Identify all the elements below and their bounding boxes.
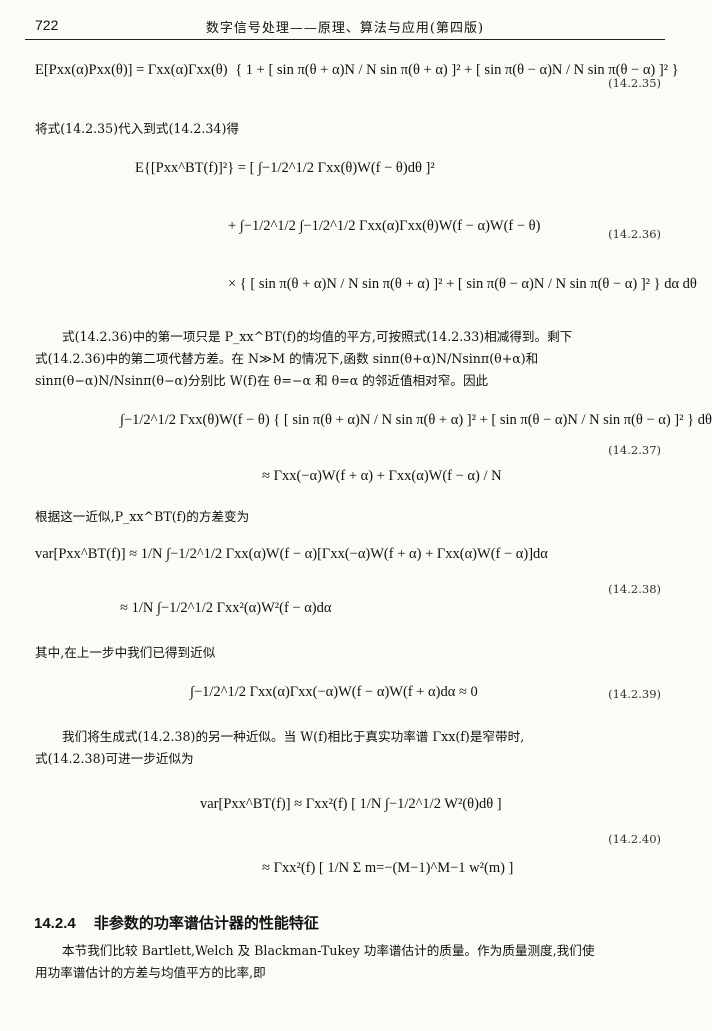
section-title: 非参数的功率谱估计器的性能特征 (93, 915, 319, 932)
paragraph-first-term-a: 式(14.2.36)中的第一项只是 P_xx^BT(f)的均值的平方,可按照式(… (62, 329, 573, 344)
equation-14-2-37-line1: ∫−1/2^1/2 Γxx(θ)W(f − θ) { [ sin π(θ + α… (120, 412, 712, 428)
equation-number-14-2-40: (14.2.40) (608, 832, 661, 846)
section-number: 14.2.4 (34, 915, 76, 932)
paragraph-variance-intro: 根据这一近似,P_xx^BT(f)的方差变为 (35, 509, 250, 524)
paragraph-section-b: 用功率谱估计的方差与均值平方的比率,即 (35, 965, 266, 980)
equation-number-14-2-37: (14.2.37) (608, 443, 661, 457)
eq-body: { 1 + [ sin π(θ + α)N / N sin π(θ + α) ]… (235, 62, 679, 78)
paragraph-another-approx-a: 我们将生成式(14.2.38)的另一种近似。当 W(f)相比于真实功率谱 Γxx… (62, 729, 525, 744)
paragraph-first-term-c: sinπ(θ−α)N/Nsinπ(θ−α)分别比 W(f)在 θ=−α 和 θ=… (35, 373, 489, 388)
paragraph-another-approx-b: 式(14.2.38)可进一步近似为 (35, 751, 194, 766)
equation-14-2-40-line2: ≈ Γxx²(f) [ 1/N Σ m=−(M−1)^M−1 w²(m) ] (262, 860, 514, 876)
equation-14-2-36-line2: + ∫−1/2^1/2 ∫−1/2^1/2 Γxx(α)Γxx(θ)W(f − … (228, 218, 541, 234)
equation-14-2-38-line1: var[Pxx^BT(f)] ≈ 1/N ∫−1/2^1/2 Γxx(α)W(f… (35, 546, 548, 562)
equation-14-2-37-line2: ≈ Γxx(−α)W(f + α) + Γxx(α)W(f − α) / N (262, 468, 502, 484)
equation-14-2-36-line1: E{[Pxx^BT(f)]²} = [ ∫−1/2^1/2 Γxx(θ)W(f … (135, 160, 435, 176)
equation-number-14-2-35: (14.2.35) (608, 76, 661, 90)
section-heading: 14.2.4 非参数的功率谱估计器的性能特征 (34, 912, 319, 933)
equation-number-14-2-38: (14.2.38) (608, 582, 661, 596)
paragraph-approx-intro: 其中,在上一步中我们已得到近似 (35, 645, 216, 660)
equation-number-14-2-39: (14.2.39) (608, 687, 661, 701)
equation-14-2-36-line3: × { [ sin π(θ + α)N / N sin π(θ + α) ]² … (228, 276, 697, 292)
equation-14-2-35: E[Pxx(α)Pxx(θ)] = Γxx(α)Γxx(θ) { 1 + [ s… (35, 62, 679, 79)
paragraph-first-term-b: 式(14.2.36)中的第二项代替方差。在 N≫M 的情况下,函数 sinπ(θ… (35, 351, 539, 366)
equation-14-2-39: ∫−1/2^1/2 Γxx(α)Γxx(−α)W(f − α)W(f + α)d… (190, 684, 478, 700)
paragraph-section-a: 本节我们比较 Bartlett,Welch 及 Blackman-Tukey 功… (62, 943, 595, 958)
equation-14-2-40-line1: var[Pxx^BT(f)] ≈ Γxx²(f) [ 1/N ∫−1/2^1/2… (200, 796, 502, 812)
eq-lhs: E[Pxx(α)Pxx(θ)] = Γxx(α)Γxx(θ) (35, 62, 228, 78)
running-title: 数字信号处理——原理、算法与应用(第四版) (205, 21, 485, 36)
equation-14-2-38-line2: ≈ 1/N ∫−1/2^1/2 Γxx²(α)W²(f − α)dα (120, 600, 332, 616)
page-header: 722 数字信号处理——原理、算法与应用(第四版) (25, 13, 665, 40)
equation-number-14-2-36: (14.2.36) (608, 227, 661, 241)
paragraph-substitution: 将式(14.2.35)代入到式(14.2.34)得 (35, 121, 239, 136)
page-number: 722 (35, 17, 59, 33)
